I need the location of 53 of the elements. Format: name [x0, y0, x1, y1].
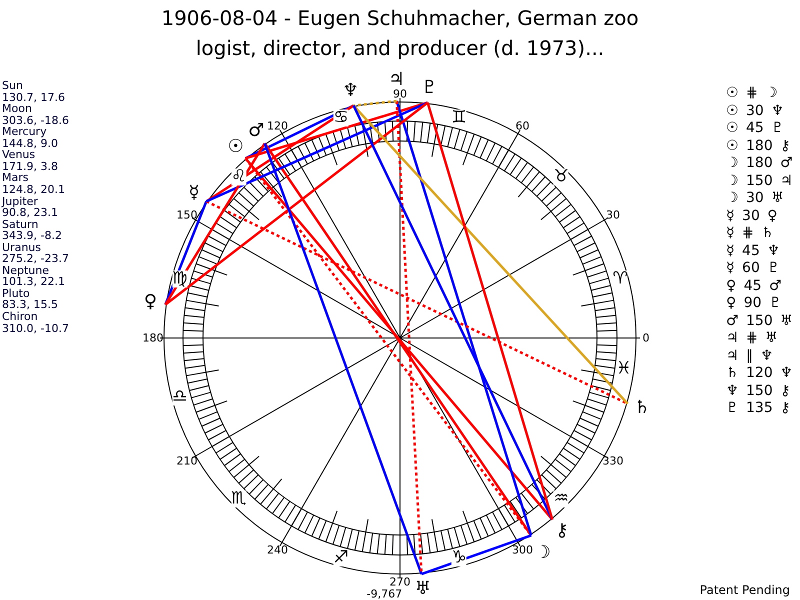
planet-name: Mars	[2, 172, 28, 184]
position-value: 303.6, -18.6	[2, 114, 69, 126]
planet-name: Venus	[2, 149, 36, 160]
planet-name: Chiron	[2, 311, 38, 322]
planet-name: Sun	[2, 80, 23, 91]
aspect-entry: ☽ 180 ♂	[726, 156, 793, 170]
planet-glyph: ♅	[414, 580, 431, 598]
aspect-entry: ☿ 30 ♀	[726, 208, 778, 222]
aspect-entry: ♃ ⋕ ♅	[726, 331, 778, 345]
degree-label: 180	[142, 332, 164, 344]
position-value: 275.2, -23.7	[2, 253, 69, 264]
aspect-entry: ☿ 60 ♇	[726, 261, 780, 275]
position-value: 171.9, 3.8	[2, 160, 58, 172]
aspect-entry: ☽ 30 ♅	[726, 191, 784, 205]
aspect-entry: ☉ 30 ♆	[726, 104, 784, 118]
position-value: 90.8, 23.1	[2, 207, 58, 218]
planet-glyph: ♇	[421, 78, 438, 97]
degree-label: 270	[390, 576, 410, 588]
position-value: 83.3, 15.5	[2, 299, 58, 310]
footer-note: Patent Pending	[700, 584, 790, 596]
degree-label: 90	[393, 88, 407, 100]
aspect-entry: ☉ ⋕ ☽	[726, 86, 778, 100]
position-value: 343.9, -8.2	[2, 230, 62, 242]
planet-name: Moon	[2, 103, 32, 114]
position-value: 144.8, 9.0	[2, 138, 58, 149]
position-value: 101.3, 22.1	[2, 276, 65, 288]
aspect-entry: ♀ 90 ♇	[726, 296, 782, 310]
aspect-entry: ☿ 45 ♆	[726, 244, 780, 258]
aspect-entry: ♃ ∥ ♆	[726, 348, 774, 362]
aspect-entry: ☿ ⋕ ♄	[726, 226, 774, 240]
planet-name: Uranus	[2, 242, 41, 253]
position-value: 310.0, -10.7	[2, 322, 69, 334]
position-value: 130.7, 17.6	[2, 92, 65, 103]
planet-name: Saturn	[2, 218, 38, 230]
degree-label: 0	[642, 332, 650, 344]
aspect-entry: ♆ 150 ⚷	[726, 384, 790, 398]
value-label: -9,767	[366, 588, 402, 600]
planet-name: Pluto	[2, 288, 30, 299]
position-value: 124.8, 20.1	[2, 184, 65, 195]
planet-glyph: ♀	[144, 293, 158, 312]
planet-glyph: ♆	[342, 82, 359, 100]
chart-title: 1906-08-04 - Eugen Schuhmacher, German zoo logist, director, and producer (d. 1973)...	[160, 5, 640, 62]
planet-name: Jupiter	[2, 196, 38, 206]
aspect-entry: ♂ 150 ♅	[726, 314, 793, 328]
aspect-entry: ☉ 45 ♇	[726, 121, 784, 135]
planet-glyph: ♃	[388, 71, 404, 90]
aspect-entry: ♀ 45 ♂	[726, 278, 782, 292]
planet-name: Mercury	[2, 126, 47, 138]
planet-name: Neptune	[2, 264, 50, 276]
aspect-entry: ☽ 150 ♃	[726, 174, 793, 188]
aspect-entry: ☉ 180 ⚷	[726, 138, 790, 152]
aspect-entry: ♇ 135 ⚷	[726, 401, 790, 415]
aspect-entry: ♄ 120 ♆	[726, 366, 793, 380]
